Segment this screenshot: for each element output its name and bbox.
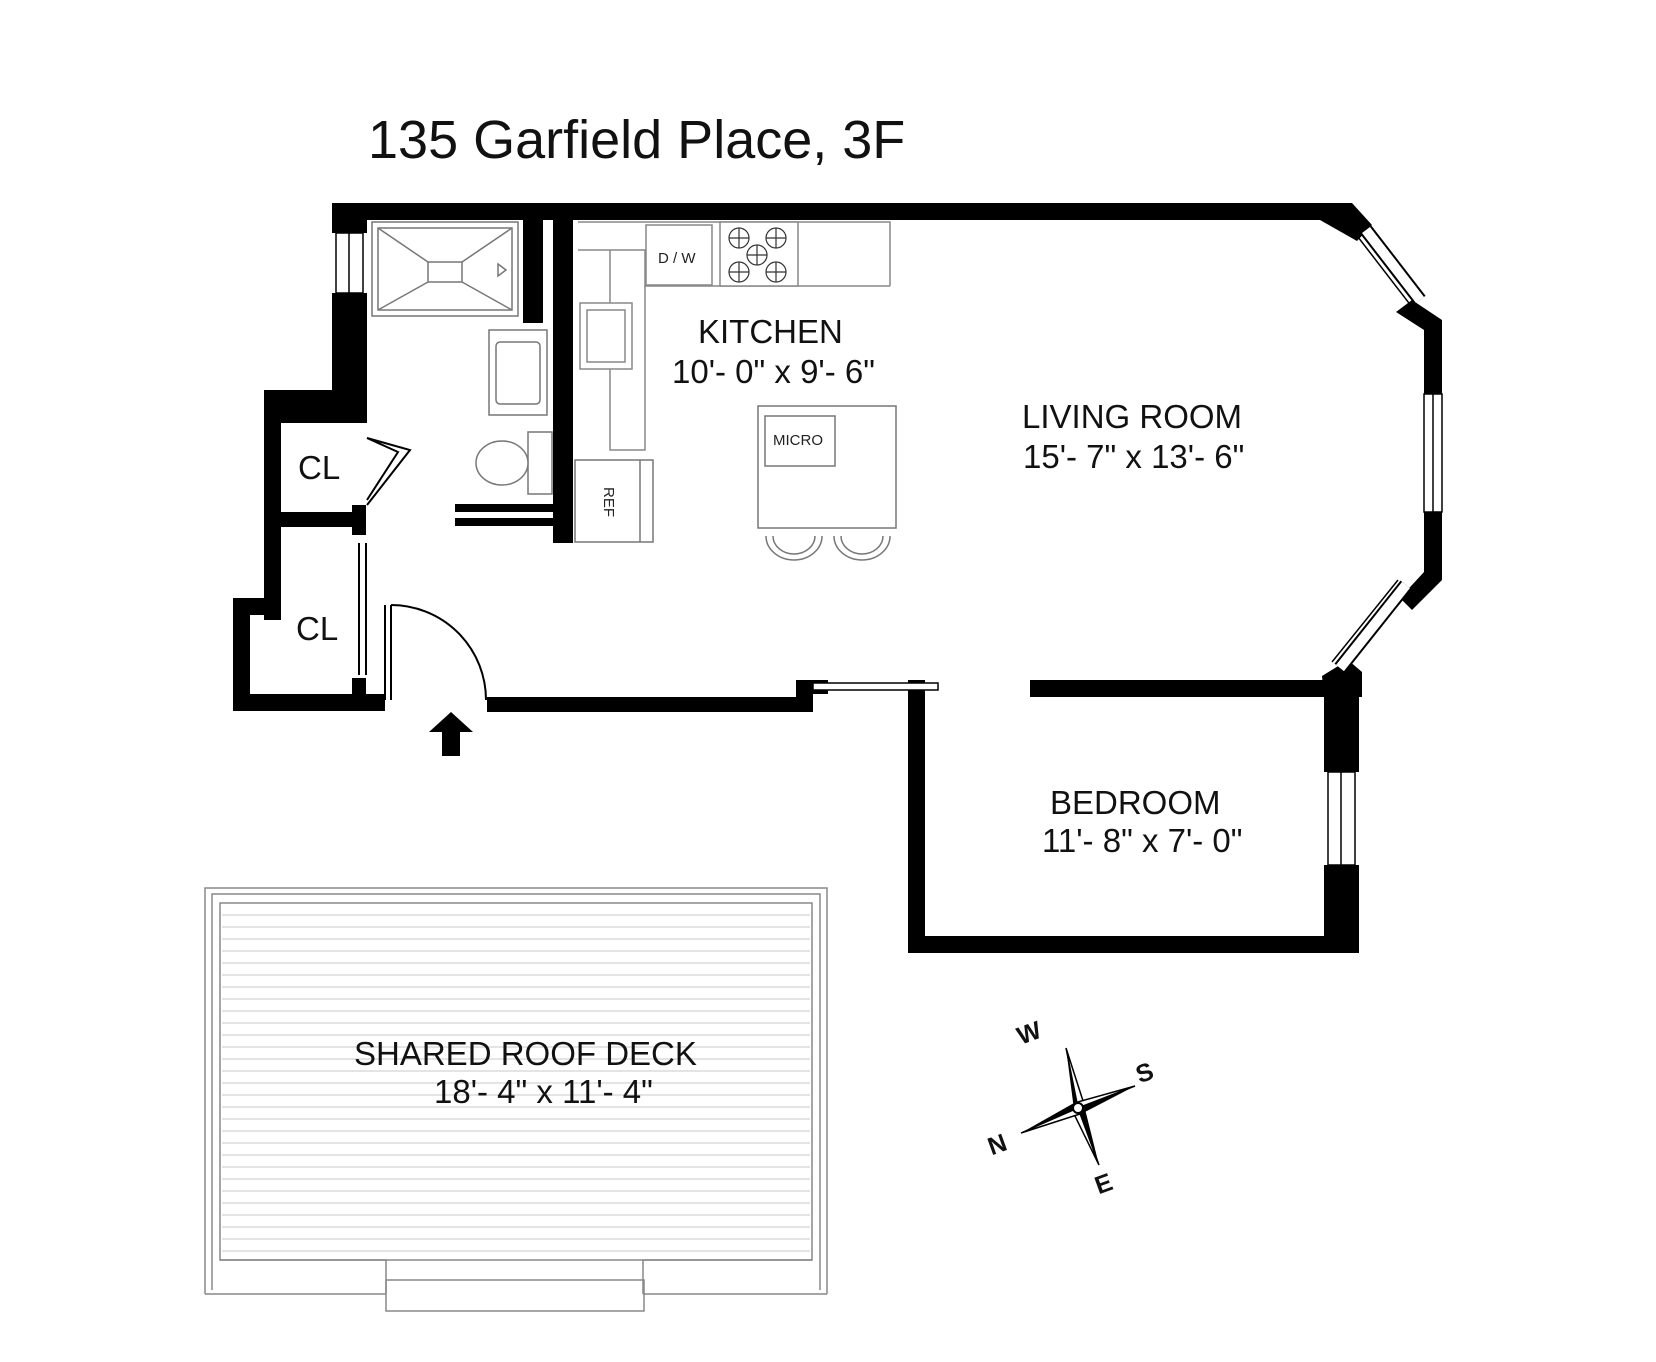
refrigerator [574, 459, 654, 543]
deck-step [385, 1279, 645, 1312]
plan-title: 135 Garfield Place, 3F [368, 110, 905, 170]
living-room-label: LIVING ROOM [1022, 398, 1242, 435]
closet-lower-label: CL [296, 610, 338, 647]
deck-boards [222, 914, 810, 1252]
kitchen-dims: 10'- 0" x 9'- 6" [672, 353, 875, 390]
microwave [764, 415, 836, 467]
dishwasher [645, 224, 713, 286]
micro-label: MICRO [773, 432, 823, 449]
toilet-tank [527, 431, 553, 495]
roof-deck-label: SHARED ROOF DECK [354, 1035, 697, 1072]
ref-label: REF [600, 487, 617, 517]
living-room-dims: 15'- 7" x 13'- 6" [1023, 438, 1244, 475]
doors [358, 437, 487, 701]
roof-deck-dims: 18'- 4" x 11'- 4" [434, 1073, 653, 1110]
compass-e: E [1091, 1168, 1116, 1200]
entry-arrow-icon [429, 712, 473, 756]
compass-rose-icon [1020, 1047, 1136, 1166]
kitchen-counter [578, 221, 891, 451]
dishwasher-label: D / W [658, 250, 696, 267]
stove-burner-icon [728, 227, 787, 283]
bedroom-dims: 11'- 8" x 7'- 0" [1042, 822, 1243, 859]
compass-n: N [984, 1129, 1011, 1161]
compass-w: W [1013, 1016, 1045, 1051]
kitchen-label: KITCHEN [698, 313, 843, 350]
bedroom-label: BEDROOM [1050, 784, 1221, 821]
bathroom-fixtures [371, 221, 553, 495]
closet-upper-label: CL [298, 449, 340, 486]
toilet-bowl [475, 440, 529, 486]
bay-window-walls [1320, 203, 1442, 697]
kitchen-island [757, 405, 897, 561]
kitchen-sink [579, 302, 633, 370]
compass-s: S [1132, 1057, 1157, 1089]
exterior-walls [233, 203, 1359, 953]
windows [335, 225, 1443, 866]
